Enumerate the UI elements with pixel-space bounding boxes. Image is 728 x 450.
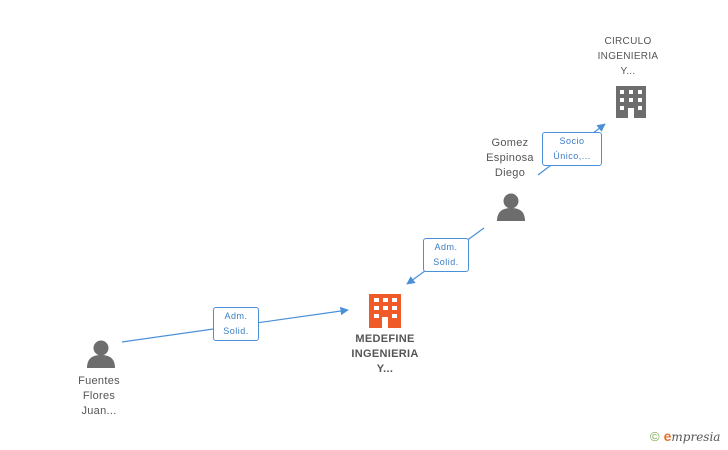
node-label-line: Diego — [494, 167, 526, 179]
node-label-line: Y... — [620, 66, 636, 77]
edge-label-line: Solid. — [223, 326, 249, 336]
node-label-line: Gomez — [491, 137, 529, 149]
edge-label-adm-solid[interactable]: Adm. Solid. — [423, 238, 469, 272]
edge-label-socio-unico[interactable]: Socio Único,... — [542, 132, 602, 166]
building-icon-focus[interactable] — [369, 294, 401, 328]
building-icon[interactable] — [616, 86, 646, 118]
node-label-line: CIRCULO — [604, 36, 652, 47]
node-label-circulo[interactable]: CIRCULO INGENIERIA Y... — [588, 34, 668, 79]
node-label-line: MEDEFINE — [355, 333, 415, 345]
brand-initial: e — [663, 428, 672, 444]
edge-label-adm-solid[interactable]: Adm. Solid. — [213, 307, 259, 341]
node-label-line: INGENIERIA — [597, 51, 659, 62]
node-label-medefine[interactable]: MEDEFINE INGENIERIA Y... — [340, 332, 430, 377]
edge-label-line: Único,... — [553, 151, 591, 161]
node-label-gomez[interactable]: Gomez Espinosa Diego — [470, 136, 550, 181]
node-label-line: Y... — [376, 363, 394, 375]
copyright-icon: © — [650, 429, 660, 444]
empresia-watermark[interactable]: ©empresia — [650, 428, 720, 444]
person-icon[interactable] — [87, 340, 115, 369]
node-label-line: INGENIERIA — [351, 348, 419, 360]
brand-name: mpresia — [671, 430, 721, 444]
person-icon[interactable] — [497, 193, 525, 222]
edge-label-line: Solid. — [433, 257, 459, 267]
node-label-line: Fuentes — [78, 375, 120, 387]
node-label-fuentes[interactable]: Fuentes Flores Juan... — [59, 374, 139, 419]
edge-label-line: Adm. — [224, 311, 248, 321]
edge-label-line: Adm. — [434, 242, 458, 252]
node-label-line: Juan... — [81, 405, 117, 417]
node-label-line: Flores — [82, 390, 116, 402]
node-label-line: Espinosa — [486, 152, 534, 164]
edge-label-line: Socio — [559, 136, 585, 146]
